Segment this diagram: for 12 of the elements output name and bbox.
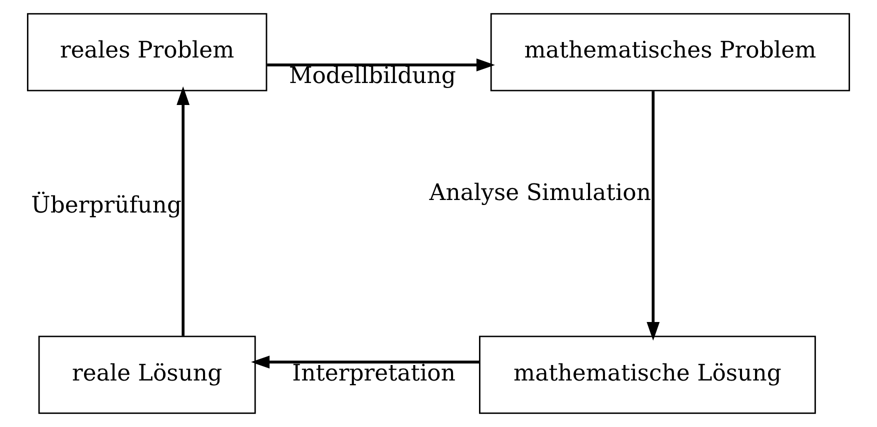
arrow: [176, 86, 190, 336]
arrow: [267, 58, 495, 72]
edge-label: Überprüfung: [31, 192, 182, 218]
node-box: reale Lösung: [38, 336, 256, 414]
arrow: [646, 91, 660, 341]
edge-label: Modellbildung: [288, 63, 456, 90]
node-box: mathematische Lösung: [479, 336, 816, 414]
arrow: [251, 356, 480, 369]
node-box: mathematisches Problem: [490, 13, 850, 92]
edge-label: Interpretation: [292, 360, 456, 386]
edge-label: Analyse Simulation: [429, 180, 651, 206]
node-box: reales Problem: [26, 13, 268, 92]
